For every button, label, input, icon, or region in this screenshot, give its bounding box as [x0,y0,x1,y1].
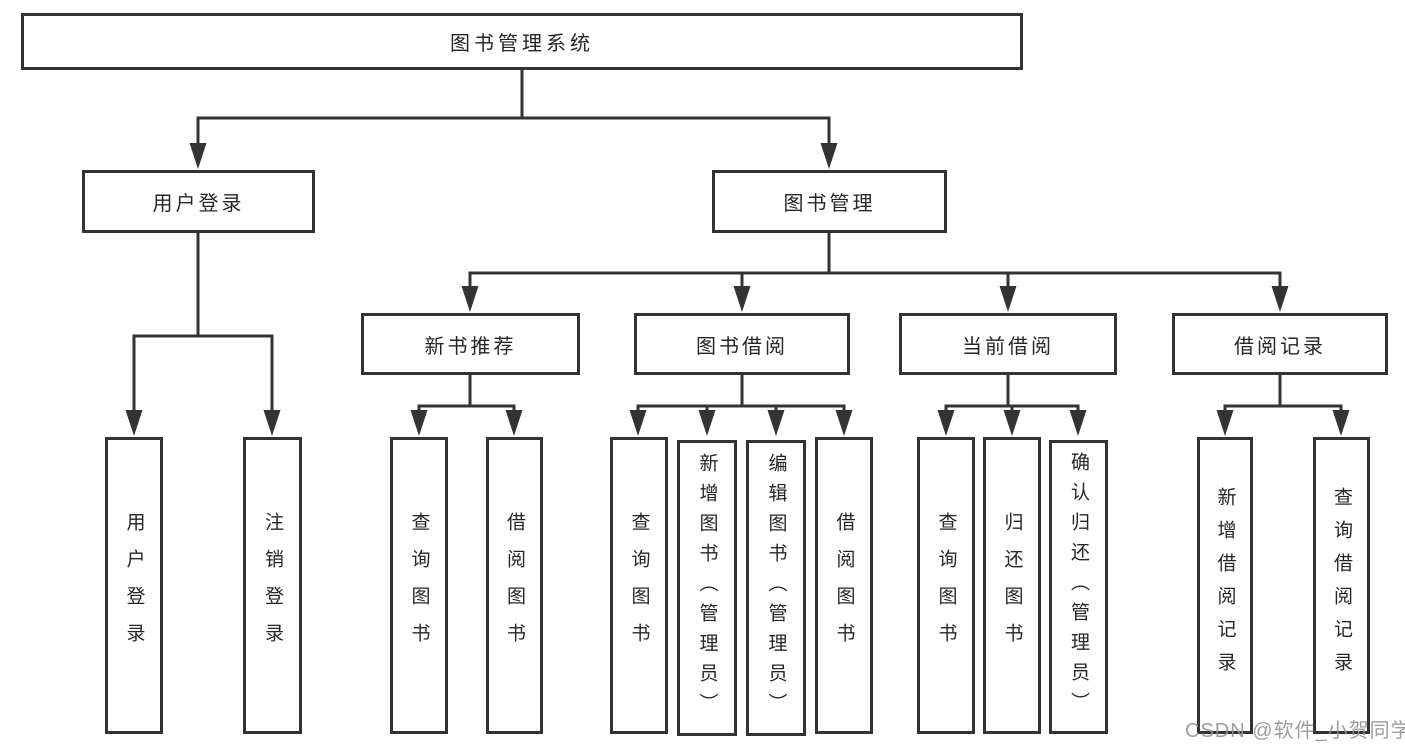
leaf-bb-add-book-admin-label: 新增图书（管理员） [696,453,718,723]
node-book-management-label: 图书管理 [783,193,876,215]
arrow-leaf-br-add [1216,410,1234,436]
leaf-cb-confirm-return-admin: 确认归还（管理员） [1049,440,1108,734]
leaf-br-query-record-label: 查询借阅记录 [1331,486,1352,685]
arrow-leaf-cb-return [1003,410,1021,436]
node-root-library-system: 图书管理系统 [21,13,1023,70]
arrow-leaf-nbr-borrow [505,410,523,436]
leaf-bb-add-book-admin: 新增图书（管理员） [677,440,737,736]
leaf-user-login-label: 用户登录 [123,511,145,660]
arrow-leaf-user-login [125,410,143,436]
arrow-borrow-record [1271,286,1289,312]
node-current-borrow-label: 当前借阅 [962,335,1054,358]
leaf-bb-query-book-label: 查询图书 [628,511,650,660]
leaf-cb-confirm-return-admin-label: 确认归还（管理员） [1068,452,1089,722]
node-new-book-recommend: 新书推荐 [361,313,580,375]
arrow-leaf-bb-borrow [835,410,853,436]
arrow-current-borrow [999,286,1017,312]
node-user-login-label: 用户登录 [152,193,245,215]
leaf-bb-borrow-book: 借阅图书 [815,437,873,734]
node-book-borrow-label: 图书借阅 [696,335,788,358]
leaf-br-add-record: 新增借阅记录 [1197,437,1253,734]
leaf-cb-return-book: 归还图书 [983,437,1041,734]
node-borrow-record-label: 借阅记录 [1234,335,1326,358]
leaf-br-query-record: 查询借阅记录 [1313,437,1370,734]
arrow-leaf-bb-query [629,410,647,436]
leaf-nbr-borrow-book-label: 借阅图书 [504,511,525,660]
leaf-nbr-query-book: 查询图书 [390,437,448,734]
arrow-leaf-cb-confirm [1069,410,1087,436]
leaf-cb-query-book: 查询图书 [917,437,975,734]
csdn-watermark: CSDN @软件_小贺同学 [1185,720,1405,742]
arrow-new-book-recommend [461,286,479,312]
leaf-bb-borrow-book-label: 借阅图书 [833,511,855,660]
leaf-nbr-query-book-label: 查询图书 [408,511,430,660]
leaf-cb-return-book-label: 归还图书 [1001,511,1023,660]
node-new-book-recommend-label: 新书推荐 [424,335,517,358]
leaf-bb-edit-book-admin-label: 编辑图书（管理员） [765,453,787,723]
node-borrow-record: 借阅记录 [1172,313,1388,375]
leaf-user-login: 用户登录 [105,437,163,734]
node-book-borrow: 图书借阅 [634,313,850,375]
arrow-book-borrow [733,286,751,312]
leaf-bb-edit-book-admin: 编辑图书（管理员） [746,440,806,736]
node-root-label: 图书管理系统 [450,33,594,55]
node-book-management: 图书管理 [712,170,947,233]
arrow-leaf-cb-query [937,410,955,436]
arrowheads [125,143,1350,436]
leaf-br-add-record-label: 新增借阅记录 [1214,486,1236,685]
arrow-leaf-nbr-query [410,410,428,436]
arrow-leaf-bb-add [698,410,716,436]
node-current-borrow: 当前借阅 [899,313,1117,375]
node-user-login: 用户登录 [82,170,315,233]
leaf-logout-label: 注销登录 [262,511,283,660]
arrow-leaf-bb-edit [767,410,785,436]
leaf-nbr-borrow-book: 借阅图书 [486,437,543,734]
leaf-logout: 注销登录 [243,437,302,734]
arrow-book-management [820,143,838,169]
leaf-cb-query-book-label: 查询图书 [935,511,957,660]
leaf-bb-query-book: 查询图书 [610,437,668,734]
arrow-leaf-logout [263,410,281,436]
arrow-user-login [189,143,207,169]
arrow-leaf-br-query [1332,410,1350,436]
